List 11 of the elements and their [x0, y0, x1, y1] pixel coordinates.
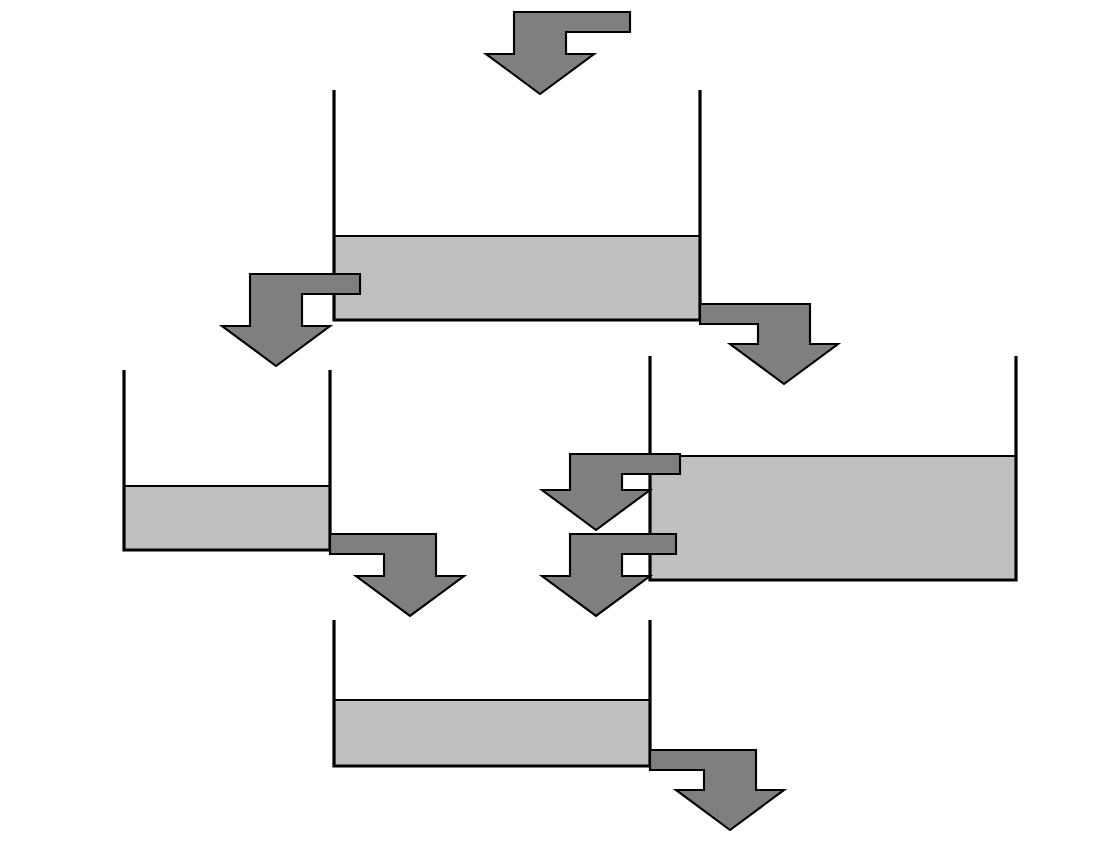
- arrow: [538, 452, 682, 532]
- tank: [332, 90, 702, 322]
- arrow: [328, 532, 468, 618]
- arrow: [218, 272, 362, 368]
- tank: [332, 620, 652, 768]
- arrow: [648, 748, 788, 832]
- arrow: [538, 532, 678, 618]
- tank: [648, 356, 1018, 582]
- arrow: [482, 10, 632, 96]
- arrow: [698, 302, 842, 386]
- tank: [122, 370, 332, 552]
